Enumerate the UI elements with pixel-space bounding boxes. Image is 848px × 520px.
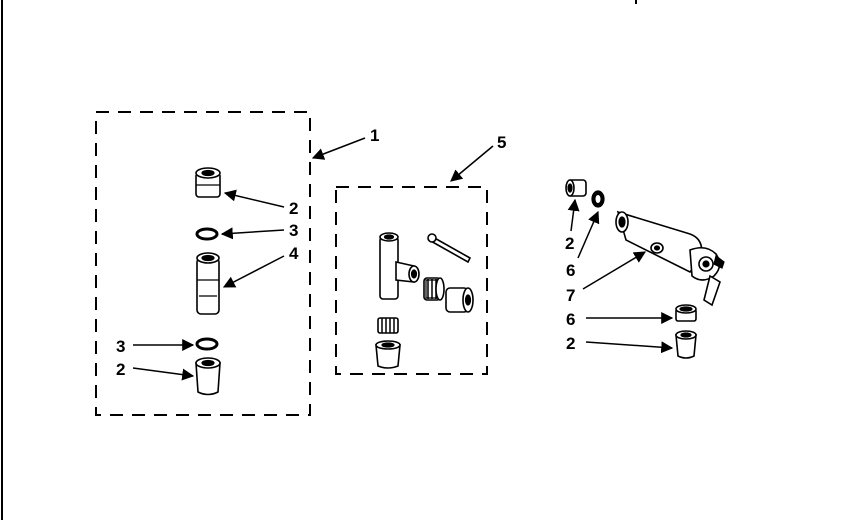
callout-5: 5 xyxy=(497,133,506,152)
leader-1 xyxy=(311,137,366,160)
callout-6b: 6 xyxy=(566,310,575,329)
leader-7 xyxy=(582,251,647,290)
callout-2b: 2 xyxy=(116,360,125,379)
leader-2d xyxy=(585,341,674,354)
tee-fitting xyxy=(379,232,420,300)
o-ring-bottom xyxy=(195,337,219,351)
valve-end-connector xyxy=(565,179,587,197)
leader-4 xyxy=(222,255,285,288)
leader-2c xyxy=(567,198,580,232)
callout-2a: 2 xyxy=(289,199,298,218)
valve-bottom-connector xyxy=(675,330,697,359)
tee-nut-right xyxy=(423,277,445,301)
callout-2d: 2 xyxy=(566,334,575,353)
tee-nut-bottom xyxy=(377,317,399,334)
callout-3b: 3 xyxy=(116,337,125,356)
callout-6a: 6 xyxy=(566,261,575,280)
leader-6a xyxy=(577,210,600,259)
leader-5 xyxy=(450,145,494,182)
callout-7: 7 xyxy=(566,286,575,305)
hose-connector-bottom xyxy=(195,357,221,396)
tee-cap-right xyxy=(445,287,474,313)
connector-tube xyxy=(196,252,220,315)
callout-2c: 2 xyxy=(565,234,574,253)
callout-1: 1 xyxy=(370,126,379,145)
o-ring-top xyxy=(195,227,219,241)
cable-tie xyxy=(427,233,472,264)
valve-washer-bottom xyxy=(675,304,697,322)
assembly-5-box xyxy=(335,186,488,375)
tee-cap-bottom xyxy=(375,340,401,369)
leader-3a xyxy=(220,227,285,240)
valve-body xyxy=(615,210,725,307)
callout-3a: 3 xyxy=(289,221,298,240)
leader-2a xyxy=(223,189,285,208)
assembly-1-box xyxy=(95,111,311,416)
hose-connector-top xyxy=(195,167,221,198)
leader-2b xyxy=(132,367,195,381)
valve-washer-top xyxy=(591,190,605,208)
callout-4: 4 xyxy=(289,244,299,263)
